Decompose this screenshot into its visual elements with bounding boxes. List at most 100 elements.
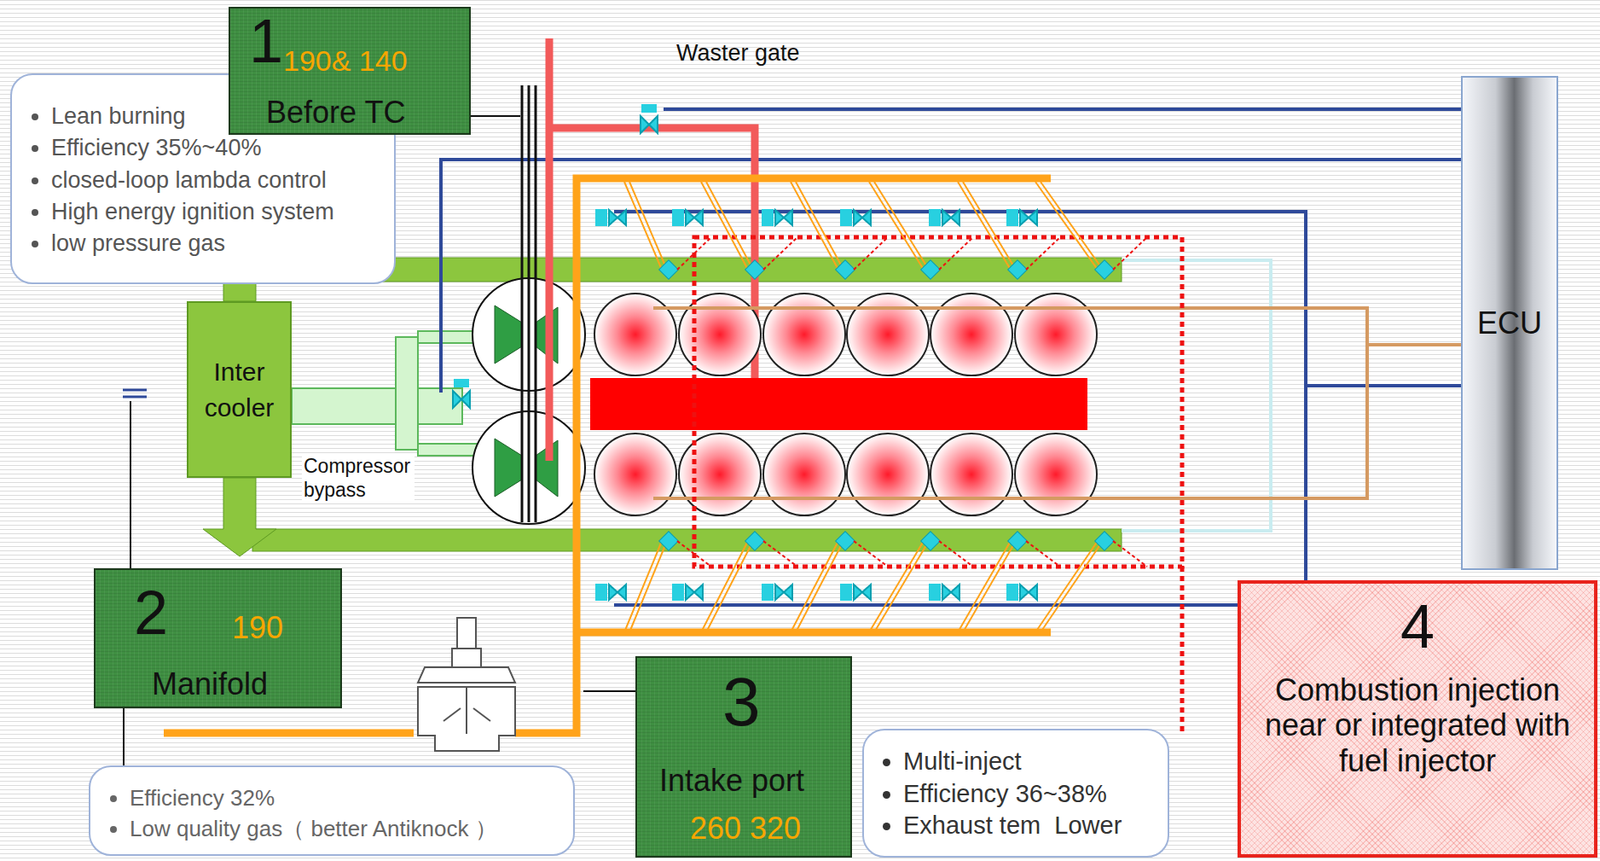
gas-supply-pipe — [163, 729, 414, 737]
ground-symbol — [122, 388, 147, 392]
gas-line — [957, 181, 1011, 270]
cylinder — [763, 433, 846, 516]
injector — [835, 260, 856, 280]
injector — [921, 531, 941, 551]
box-text: Before TC — [266, 97, 406, 128]
injector — [745, 531, 766, 551]
gas-valve — [942, 584, 960, 600]
gas-line — [624, 181, 662, 270]
box-text: Intake port — [659, 765, 805, 796]
injector-link — [853, 237, 888, 270]
cylinder — [678, 293, 761, 376]
gas-line — [795, 181, 844, 270]
bullet-text: closed-loop lambda control — [51, 164, 383, 197]
gas-valve — [775, 584, 793, 600]
cylinder — [846, 293, 929, 376]
ecu-box: ECU — [1460, 75, 1559, 570]
injector-link — [677, 237, 712, 270]
gas-valve — [608, 584, 627, 600]
injector-link — [853, 540, 888, 567]
location-box: 3Intake port260 320 — [635, 655, 853, 858]
valve-actuator — [1006, 583, 1019, 601]
injector — [1095, 260, 1115, 280]
injector-link — [939, 237, 974, 270]
note-callout: Efficiency 32%Low quality gas（ better An… — [88, 765, 575, 856]
gas-line — [790, 540, 839, 632]
bullet-text: Efficiency 35%~40% — [51, 132, 383, 164]
ignition-wire — [653, 307, 1368, 499]
control-wire — [663, 107, 1461, 111]
turbo-shaft — [527, 85, 531, 522]
box-text: 190& 140 — [283, 46, 408, 76]
gas-line — [624, 540, 662, 632]
valve-actuator — [928, 208, 941, 227]
cylinder — [930, 433, 1013, 516]
gas-line — [701, 540, 748, 632]
leader-line — [129, 400, 132, 569]
gas-line — [874, 540, 929, 632]
valve-actuator — [595, 208, 608, 227]
ground-symbol — [122, 395, 147, 399]
gas-line — [874, 181, 929, 270]
gas-line — [701, 181, 748, 270]
bullet-list: Efficiency 32%Low quality gas（ better An… — [109, 782, 562, 845]
callout-number: 4 — [1400, 595, 1435, 657]
part-label: Compressor bypass — [301, 453, 415, 503]
valve-actuator — [761, 583, 774, 601]
bypass-pipe — [395, 336, 418, 450]
gas-line — [629, 181, 667, 270]
gas-line — [706, 540, 754, 632]
injector-link — [1026, 237, 1061, 270]
wastegate-valve — [640, 115, 658, 134]
cylinder — [678, 433, 761, 516]
cylinder — [763, 293, 846, 376]
injector — [659, 531, 679, 551]
gas-valve — [608, 209, 627, 226]
gas-line — [1040, 181, 1103, 270]
box-text: Manifold — [151, 668, 268, 700]
flow-arrow — [202, 477, 277, 557]
injector-link — [1113, 540, 1148, 567]
bullet-list: Multi-injectEfficiency 36~38%Exhaust tem… — [882, 745, 1160, 842]
gas-regulator — [417, 617, 516, 751]
compressor-wheel — [494, 438, 522, 497]
bypass-valve — [452, 390, 470, 408]
location-box: 1190& 140Before TC — [228, 6, 471, 135]
compressor-wheel — [494, 305, 522, 364]
cylinder — [594, 293, 677, 376]
cylinder — [1014, 293, 1097, 376]
cylinder — [846, 433, 929, 516]
location-box: 2190Manifold — [93, 568, 343, 708]
injector-link — [1113, 237, 1148, 270]
bullet-text: low pressure gas — [51, 227, 383, 260]
bullet-text: Low quality gas（ better Antiknock ） — [129, 812, 562, 844]
bullet-text: Efficiency 36~38% — [903, 777, 1160, 811]
valve-actuator — [453, 378, 470, 388]
gas-line — [1035, 181, 1098, 270]
control-wire — [440, 159, 1461, 393]
location-box: 4Combustion injection near or integrated… — [1237, 579, 1598, 858]
bullet-text: High energy ignition system — [51, 196, 383, 228]
box-text: Inter cooler — [188, 353, 290, 426]
exhaust-pipe — [545, 38, 554, 461]
cylinder — [1014, 433, 1097, 516]
injector-link — [763, 237, 798, 270]
gas-line — [1040, 540, 1103, 632]
gas-line — [957, 540, 1011, 632]
gas-line — [795, 540, 844, 632]
cylinder — [594, 433, 677, 516]
exhaust-manifold — [590, 377, 1088, 430]
bullet-text: Multi-inject — [903, 745, 1160, 778]
injector-link — [939, 540, 974, 567]
bullet-text: Efficiency 32% — [129, 782, 562, 813]
signal-wire — [1121, 260, 1271, 531]
valve-actuator — [672, 208, 685, 227]
injector — [745, 260, 766, 280]
gas-valve — [685, 584, 703, 600]
gas-valve — [853, 209, 871, 226]
injector-link — [763, 540, 798, 567]
bypass-pipe — [417, 443, 478, 456]
gas-valve — [775, 209, 793, 226]
gas-valve — [1020, 584, 1038, 600]
